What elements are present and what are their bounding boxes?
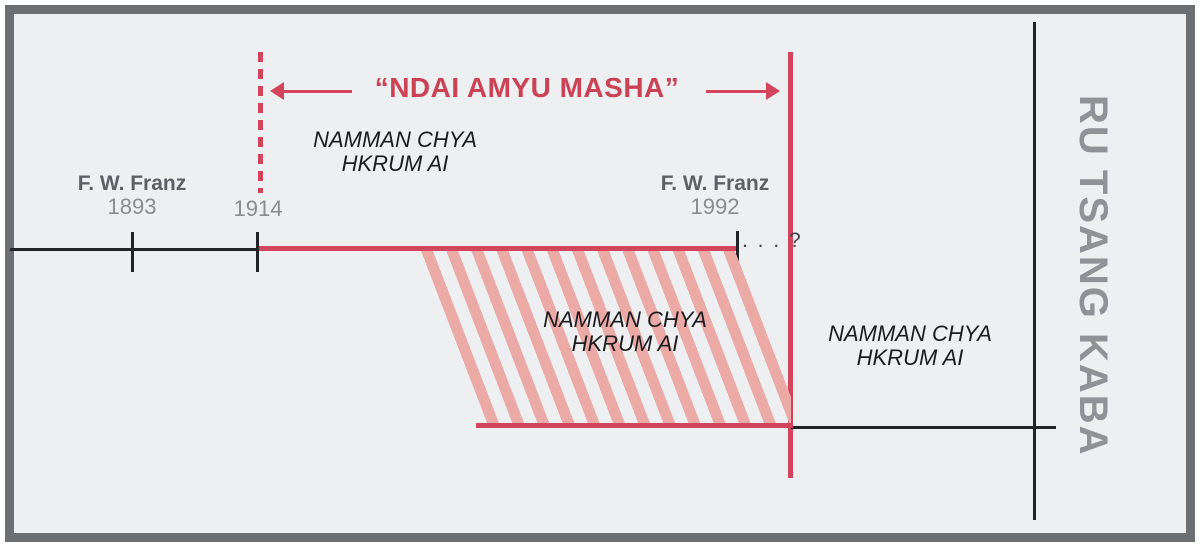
namman-line2: HKRUM AI [571, 331, 679, 356]
left-arrow-head-icon [270, 82, 284, 100]
event-1914: 1914 [198, 197, 318, 221]
tick-1914 [256, 232, 259, 272]
event-franz-1893: F. W. Franz 1893 [52, 173, 212, 219]
kaba-vertical-line [1033, 22, 1036, 520]
left-arrow-shaft [280, 90, 352, 93]
event-year: 1992 [690, 194, 740, 219]
event-name: F. W. Franz [660, 172, 770, 195]
timeline-base-line [10, 248, 259, 251]
red-boundary-line [788, 52, 793, 478]
namman-line2: HKRUM AI [856, 345, 964, 370]
namman-line1: NAMMAN CHYA [543, 307, 707, 332]
namman-line1: NAMMAN CHYA [313, 127, 477, 152]
lower-horizontal-line [791, 426, 1056, 429]
event-year: 1914 [233, 196, 283, 221]
side-label-ru-tsang-kaba: RU TSANG KABA [1071, 95, 1115, 457]
event-name: F. W. Franz [77, 172, 187, 195]
namman-label-hatch: NAMMAN CHYA HKRUM AI [525, 308, 725, 356]
dashed-1914-line [258, 52, 263, 193]
timeline-red-segment [259, 246, 738, 251]
uncertainty-label: . . . ? [742, 229, 803, 252]
event-year: 1893 [107, 194, 157, 219]
namman-line1: NAMMAN CHYA [828, 321, 992, 346]
right-arrow-shaft [706, 90, 768, 93]
namman-label-right: NAMMAN CHYA HKRUM AI [810, 322, 1010, 370]
namman-label-upper: NAMMAN CHYA HKRUM AI [295, 128, 495, 176]
namman-line2: HKRUM AI [341, 151, 449, 176]
event-franz-1992: F. W. Franz 1992 [635, 173, 795, 219]
hatched-period-area [412, 251, 791, 424]
hatch-bottom-line [476, 423, 793, 428]
banner-title: “NDAI AMYU MASHA” [374, 72, 680, 103]
right-arrow-head-icon [766, 82, 780, 100]
tick-1893 [131, 232, 134, 272]
